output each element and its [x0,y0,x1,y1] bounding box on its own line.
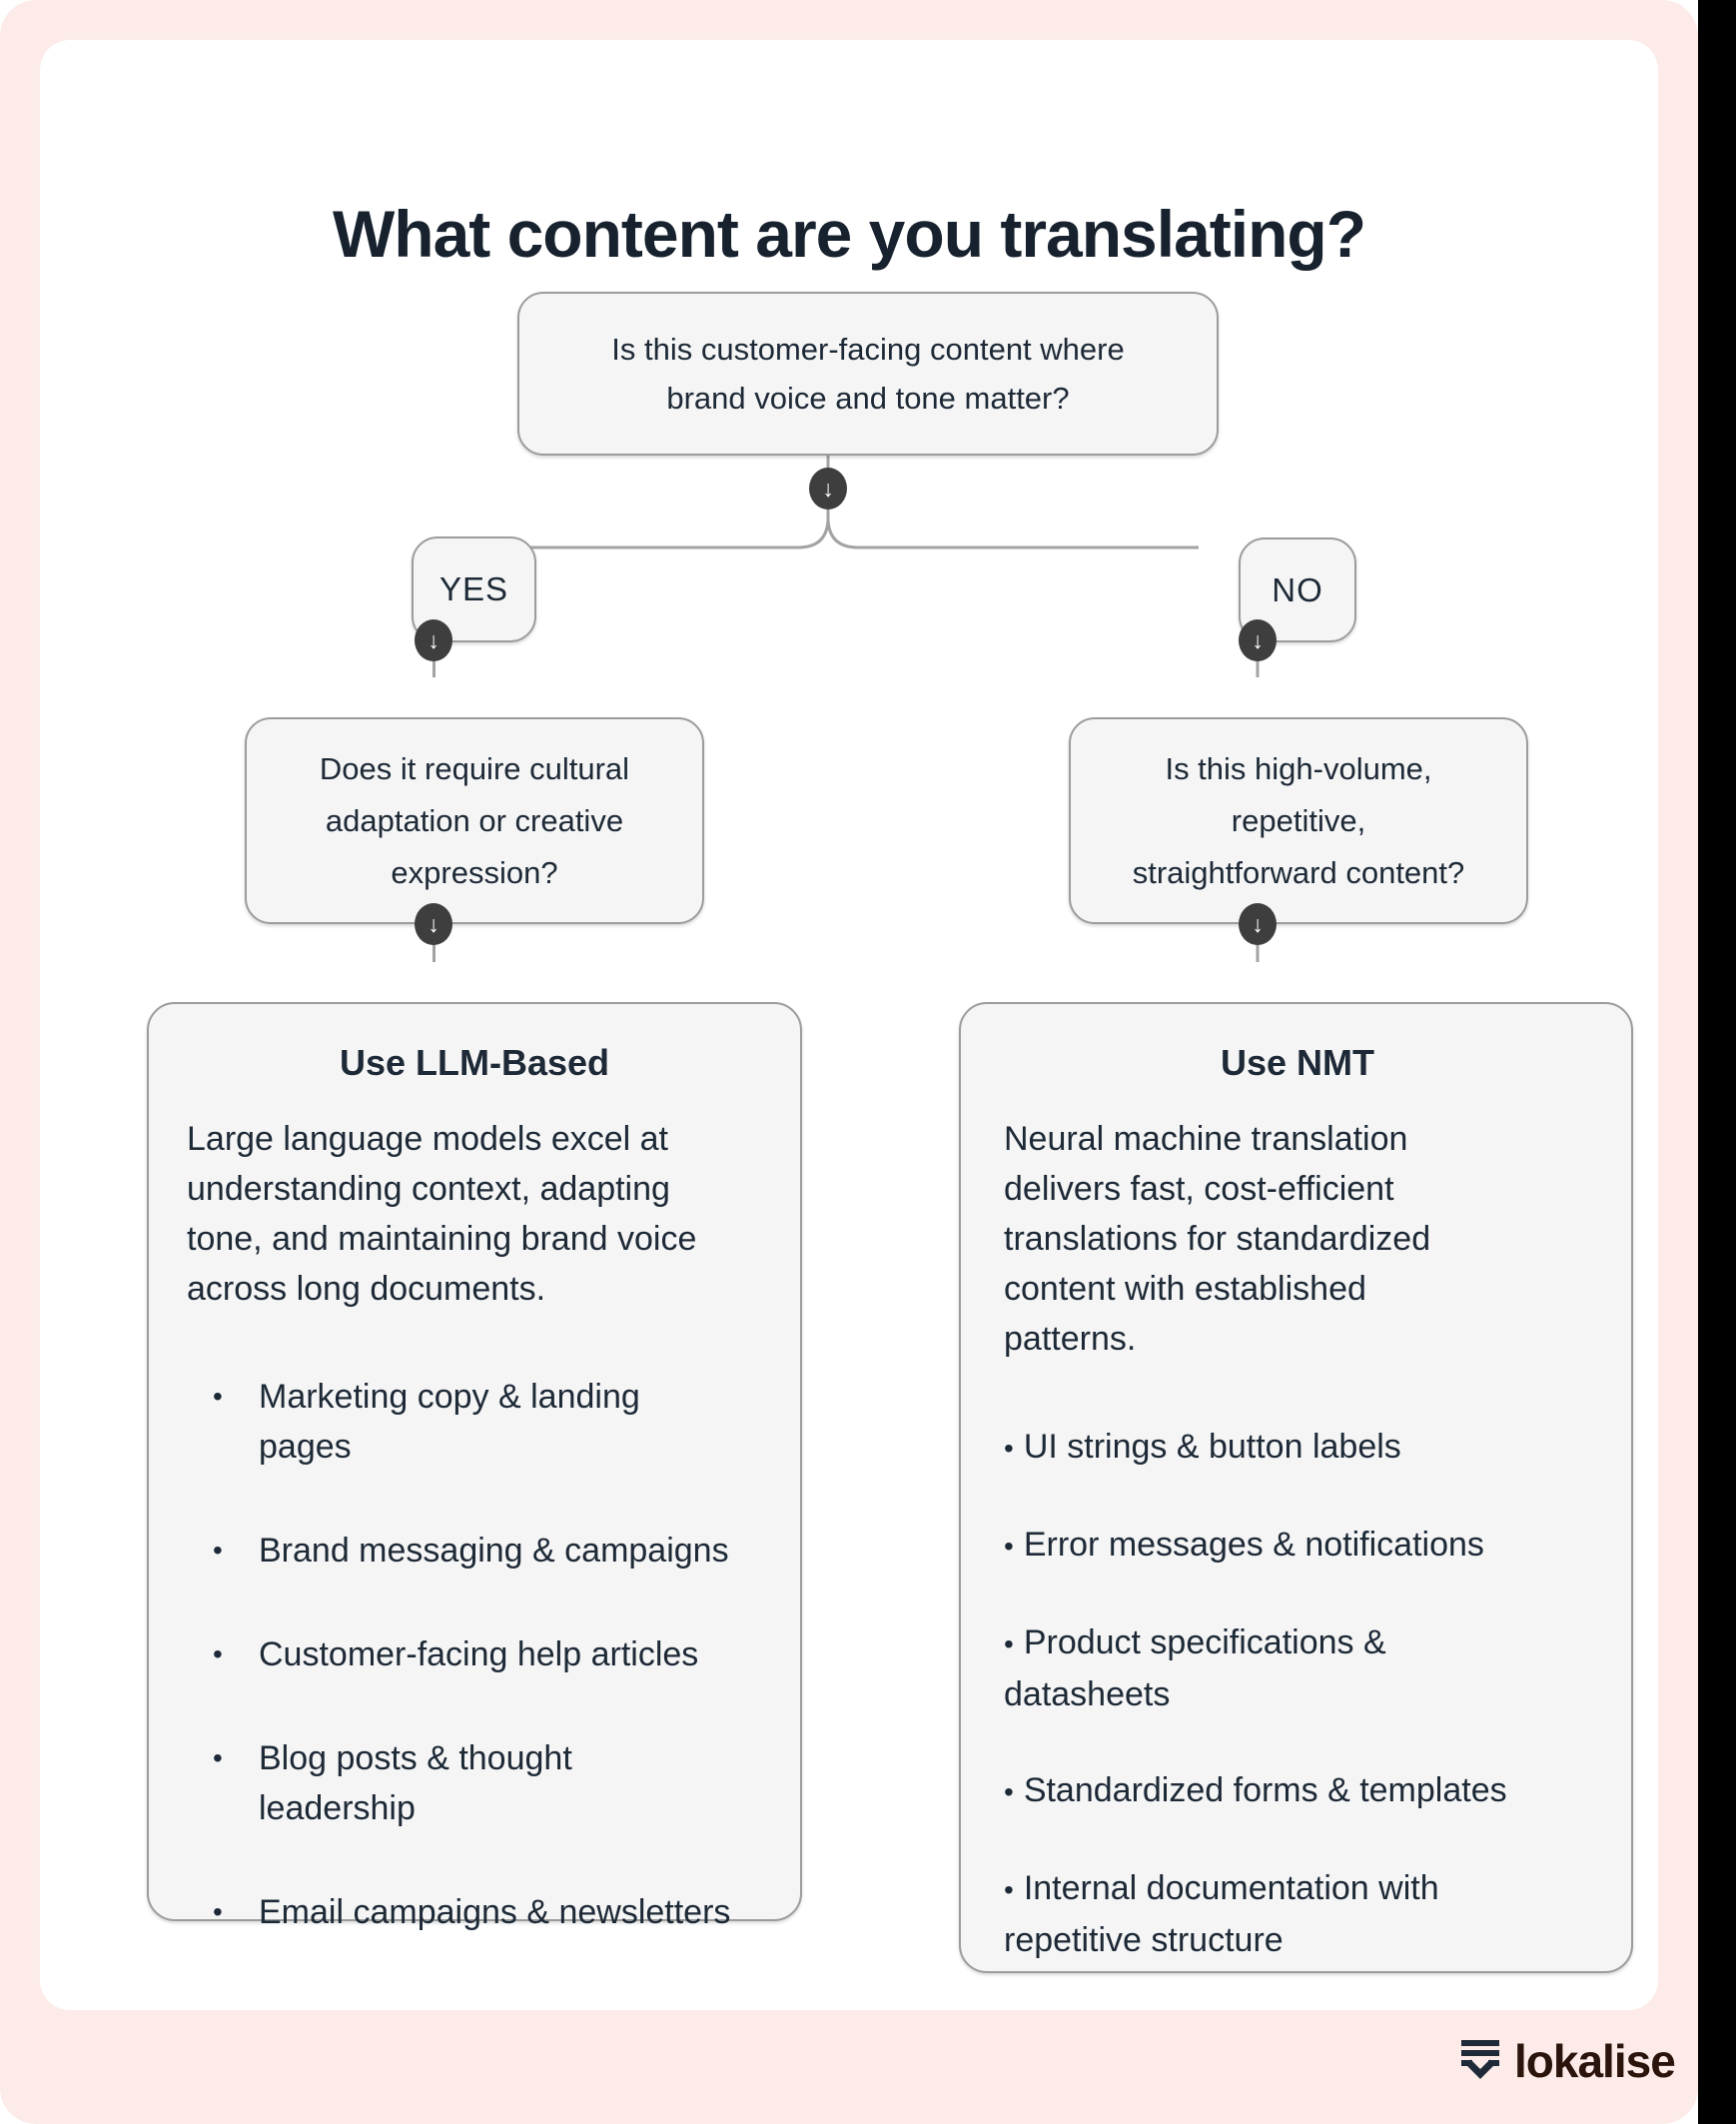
down-arrow-icon: ↓ [415,903,452,945]
list-item-text: Internal documentation with repetitive s… [1004,1869,1439,1959]
lokalise-logo-icon [1461,2040,1499,2079]
bullet-icon: • [213,1381,223,1412]
left-question-text: Does it require cultural adaptation or c… [319,750,630,890]
list-item: • Customer-facing help articles [213,1629,762,1679]
down-arrow-icon: ↓ [1239,903,1277,945]
no-branch-box: NO [1239,537,1356,642]
list-item: •Internal documentation with repetitive … [1004,1863,1591,1965]
left-question-box: Does it require cultural adaptation or c… [245,717,704,924]
list-item: •Product specifications & datasheets [1004,1617,1591,1719]
right-question-text: Is this high-volume, repetitive, straigh… [1132,750,1465,890]
llm-result-box: Use LLM-Based Large language models exce… [147,1002,802,1931]
down-arrow-glyph: ↓ [1252,910,1264,937]
bullet-icon: • [1004,1433,1014,1464]
list-item-text: Marketing copy & landing pages [259,1378,640,1466]
root-question-text: Is this customer-facing content where br… [611,332,1125,416]
page-title: What content are you translating? [332,197,1366,272]
lokalise-logo: lokalise [1460,2035,1676,2087]
list-item-text: Error messages & notifications [1023,1526,1484,1564]
llm-result-description: Large language models excel at understan… [187,1120,697,1308]
bullet-icon: • [1004,1874,1014,1905]
pink-background: What content are you translating? Is thi… [0,0,1698,2124]
down-arrow-icon: ↓ [415,619,452,661]
bullet-icon: • [213,1742,223,1773]
nmt-item-list: • UI strings & button labels • Error messa… [1004,1422,1591,1965]
down-arrow-glyph: ↓ [428,910,439,937]
bullet-icon: • [213,1638,223,1669]
list-item-text: Customer-facing help articles [259,1635,699,1673]
yes-branch-box: YES [412,536,536,642]
llm-result-title: Use LLM-Based [339,1042,610,1083]
nmt-result-title: Use NMT [1220,1042,1375,1083]
list-item-text: Product specifications & datasheets [1004,1623,1386,1713]
nmt-result-box: Use NMT Neural machine translation deliv… [959,1002,1633,1973]
right-question-box: Is this high-volume, repetitive, straigh… [1069,717,1528,924]
list-item-text: Brand messaging & campaigns [259,1532,729,1570]
bullet-icon: • [1004,1628,1014,1659]
screen-edge-strip [1698,0,1736,2124]
list-item: • Blog posts & thought leadership [213,1733,762,1833]
down-arrow-icon: ↓ [809,468,847,510]
list-item: • Email campaigns & newsletters [213,1887,762,1937]
list-item-text: Email campaigns & newsletters [259,1893,731,1931]
bullet-icon: • [1004,1776,1014,1807]
nmt-result-description: Neural machine translation delivers fast… [1004,1120,1431,1358]
no-label: NO [1272,570,1323,608]
down-arrow-glyph: ↓ [822,475,834,502]
list-item-text: UI strings & button labels [1023,1428,1401,1466]
list-item-text: Standardized forms & templates [1023,1771,1507,1809]
bullet-icon: • [1004,1531,1014,1562]
root-question-box: Is this customer-facing content where br… [517,292,1219,456]
list-item: • Marketing copy & landing pages [213,1372,762,1472]
down-arrow-glyph: ↓ [1252,626,1264,653]
down-arrow-icon: ↓ [1239,619,1277,661]
list-item-text: Blog posts & thought leadership [259,1739,572,1827]
bullet-icon: • [213,1535,223,1566]
bullet-icon: • [213,1896,223,1927]
llm-item-list: • Marketing copy & landing pages • Brand m… [187,1372,762,1937]
list-item: • Brand messaging & campaigns [213,1526,762,1576]
list-item: • Error messages & notifications [1004,1520,1591,1572]
lokalise-wordmark: lokalise [1514,2035,1676,2087]
yes-label: YES [438,570,509,607]
list-item: • Standardized forms & templates [1004,1765,1591,1817]
list-item: • UI strings & button labels [1004,1422,1591,1474]
down-arrow-glyph: ↓ [428,626,439,653]
diagram-card: What content are you translating? Is thi… [40,40,1658,2010]
